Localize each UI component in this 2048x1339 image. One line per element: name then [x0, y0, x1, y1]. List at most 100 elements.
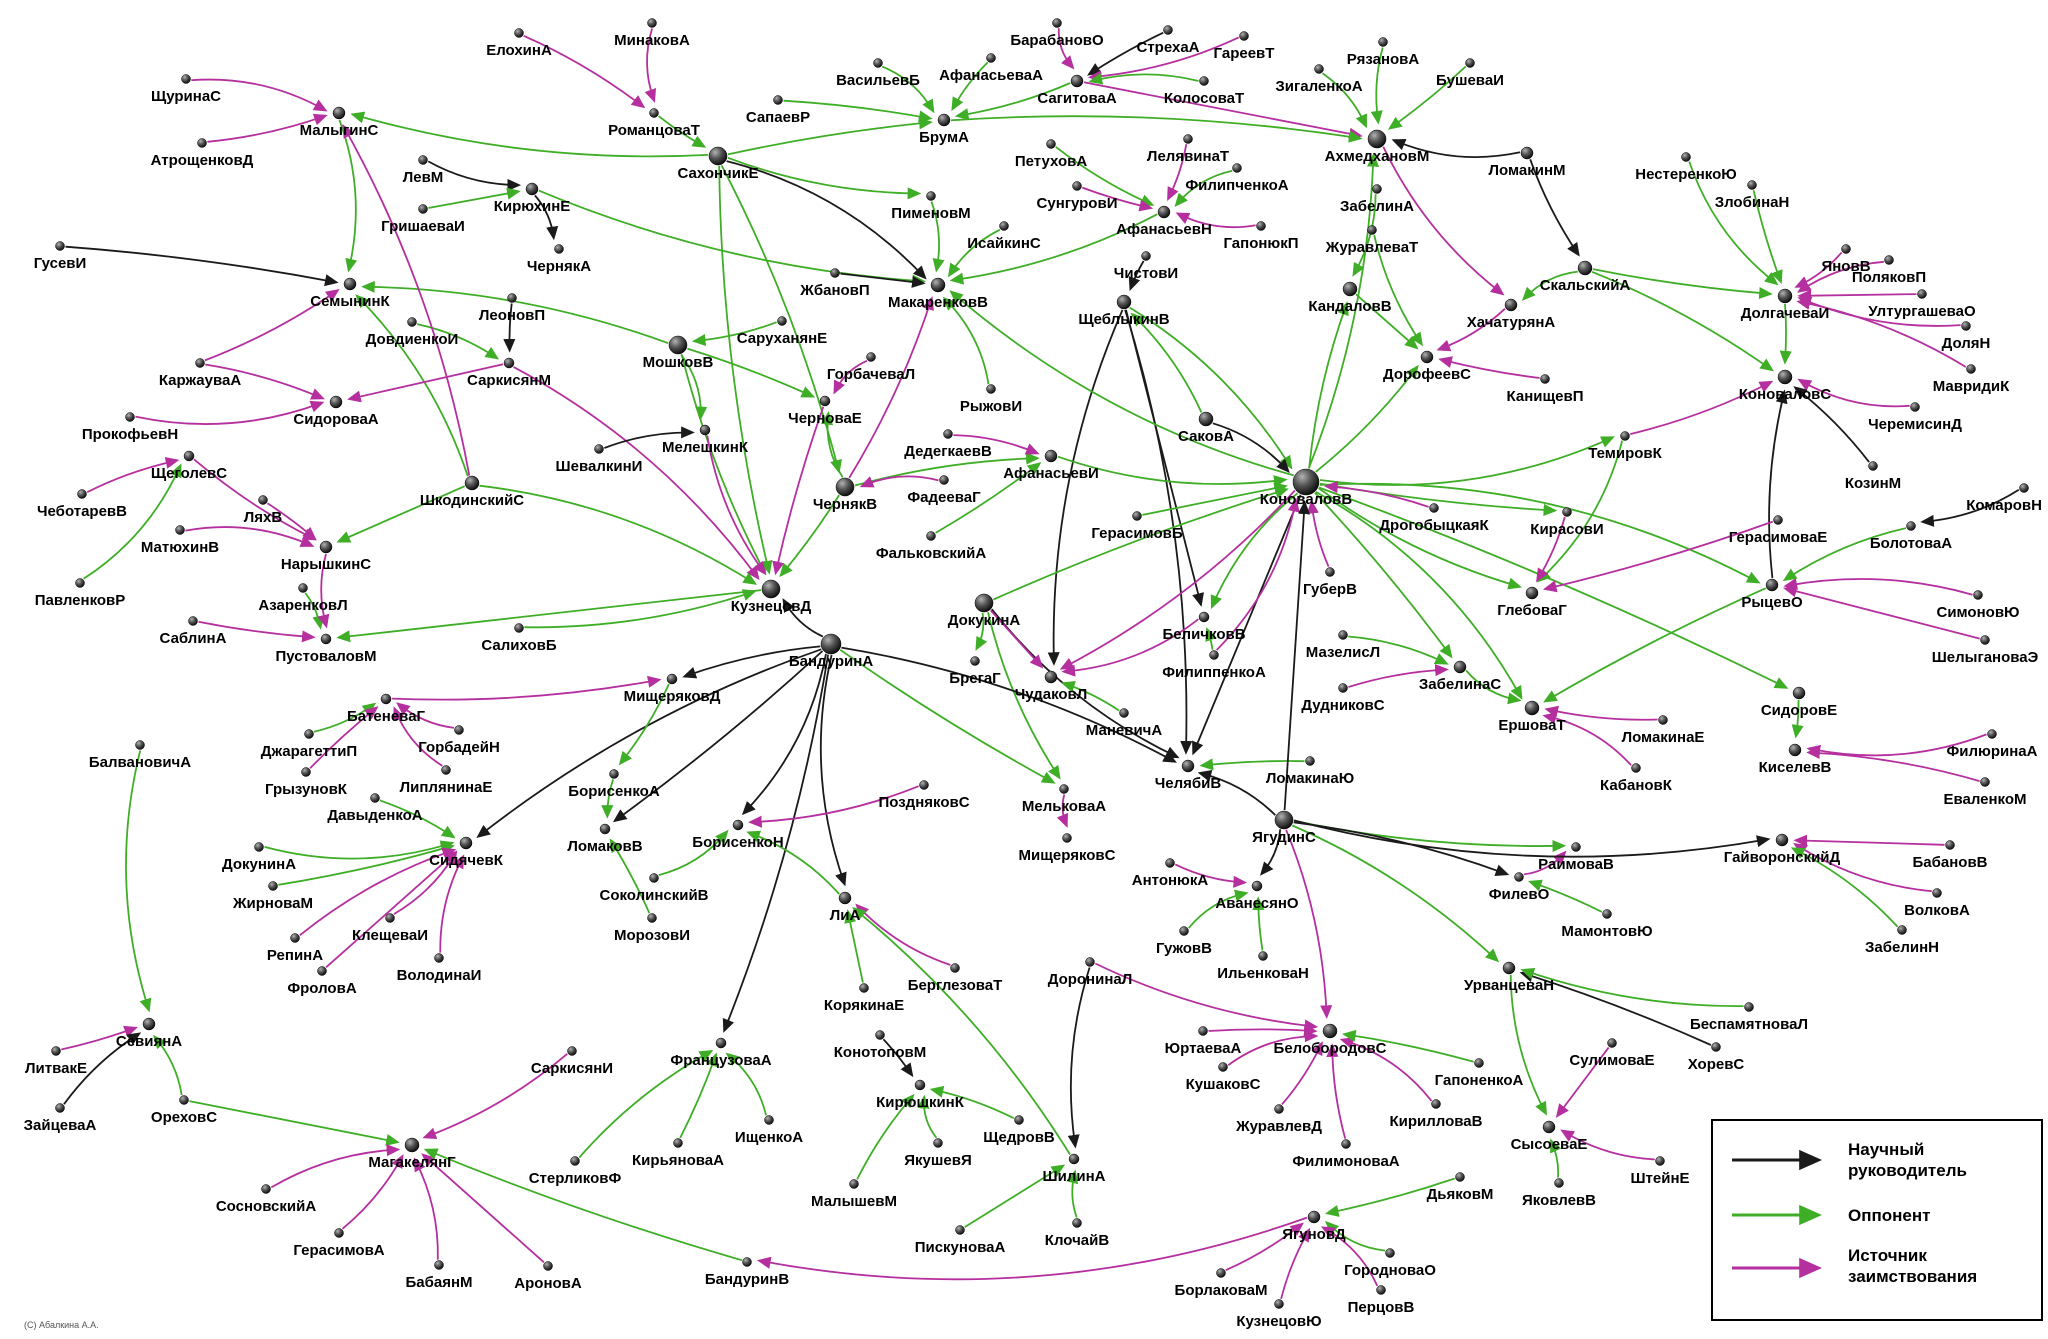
- graph-node[interactable]: [329, 395, 343, 409]
- graph-node[interactable]: [319, 540, 333, 554]
- graph-node[interactable]: [919, 780, 929, 790]
- graph-node[interactable]: [434, 1260, 444, 1270]
- graph-node[interactable]: [1256, 221, 1266, 231]
- graph-node[interactable]: [1429, 503, 1439, 513]
- graph-node[interactable]: [51, 1046, 61, 1056]
- graph-node[interactable]: [258, 495, 268, 505]
- graph-node[interactable]: [777, 316, 787, 326]
- graph-node[interactable]: [1274, 1299, 1284, 1309]
- graph-node[interactable]: [1059, 784, 1069, 794]
- graph-node[interactable]: [609, 769, 619, 779]
- graph-node[interactable]: [1841, 244, 1851, 254]
- graph-node[interactable]: [1367, 225, 1377, 235]
- graph-node[interactable]: [1474, 1058, 1484, 1068]
- graph-node[interactable]: [926, 191, 936, 201]
- graph-node[interactable]: [1165, 858, 1175, 868]
- graph-node[interactable]: [866, 352, 876, 362]
- graph-node[interactable]: [1658, 715, 1668, 725]
- graph-node[interactable]: [1577, 260, 1593, 276]
- graph-node[interactable]: [1258, 951, 1268, 961]
- graph-node[interactable]: [142, 1017, 156, 1031]
- graph-node[interactable]: [926, 531, 936, 541]
- graph-node[interactable]: [986, 53, 996, 63]
- graph-node[interactable]: [404, 1137, 420, 1153]
- graph-node[interactable]: [1305, 756, 1315, 766]
- graph-node[interactable]: [1987, 729, 1997, 739]
- graph-node[interactable]: [179, 1095, 189, 1105]
- graph-node[interactable]: [1307, 1210, 1321, 1224]
- graph-node[interactable]: [1420, 350, 1434, 364]
- graph-node[interactable]: [1163, 25, 1173, 35]
- graph-node[interactable]: [1141, 251, 1151, 261]
- graph-node[interactable]: [1910, 402, 1920, 412]
- graph-node[interactable]: [332, 106, 346, 120]
- graph-node[interactable]: [1274, 810, 1294, 830]
- graph-node[interactable]: [254, 842, 264, 852]
- graph-node[interactable]: [986, 384, 996, 394]
- graph-node[interactable]: [55, 1103, 65, 1113]
- graph-node[interactable]: [1945, 840, 1955, 850]
- graph-node[interactable]: [1765, 578, 1779, 592]
- graph-node[interactable]: [125, 412, 135, 422]
- graph-node[interactable]: [1239, 31, 1249, 41]
- graph-node[interactable]: [1607, 1038, 1617, 1048]
- graph-node[interactable]: [933, 1138, 943, 1148]
- graph-node[interactable]: [1044, 670, 1058, 684]
- graph-node[interactable]: [1314, 64, 1324, 74]
- graph-node[interactable]: [1372, 184, 1382, 194]
- graph-node[interactable]: [715, 1037, 727, 1049]
- graph-node[interactable]: [188, 616, 198, 626]
- graph-node[interactable]: [647, 18, 657, 28]
- graph-node[interactable]: [464, 475, 480, 491]
- graph-node[interactable]: [1322, 1023, 1338, 1039]
- graph-node[interactable]: [380, 693, 392, 705]
- graph-node[interactable]: [819, 395, 831, 407]
- graph-node[interactable]: [1980, 777, 1990, 787]
- graph-node[interactable]: [939, 475, 949, 485]
- graph-node[interactable]: [1341, 1139, 1351, 1149]
- graph-node[interactable]: [1884, 255, 1894, 265]
- graph-node[interactable]: [1376, 1285, 1386, 1295]
- graph-node[interactable]: [773, 95, 783, 105]
- graph-node[interactable]: [1868, 461, 1878, 471]
- graph-node[interactable]: [1116, 294, 1132, 310]
- graph-node[interactable]: [454, 725, 464, 735]
- graph-node[interactable]: [699, 424, 711, 436]
- graph-node[interactable]: [1292, 468, 1320, 496]
- graph-node[interactable]: [1014, 1115, 1024, 1125]
- graph-node[interactable]: [343, 277, 357, 291]
- graph-node[interactable]: [1681, 152, 1691, 162]
- graph-node[interactable]: [732, 819, 744, 831]
- graph-node[interactable]: [1068, 1153, 1080, 1165]
- graph-node[interactable]: [1917, 289, 1927, 299]
- graph-node[interactable]: [1183, 134, 1193, 144]
- graph-node[interactable]: [1072, 1218, 1082, 1228]
- graph-node[interactable]: [742, 1257, 752, 1267]
- graph-node[interactable]: [673, 1138, 683, 1148]
- graph-node[interactable]: [1232, 163, 1242, 173]
- graph-node[interactable]: [290, 933, 300, 943]
- graph-node[interactable]: [761, 579, 781, 599]
- graph-node[interactable]: [859, 983, 869, 993]
- graph-node[interactable]: [1788, 743, 1802, 757]
- graph-node[interactable]: [1342, 281, 1358, 297]
- graph-node[interactable]: [197, 138, 207, 148]
- graph-node[interactable]: [1181, 759, 1195, 773]
- graph-node[interactable]: [1980, 635, 1990, 645]
- graph-node[interactable]: [1504, 298, 1518, 312]
- graph-node[interactable]: [503, 357, 515, 369]
- graph-node[interactable]: [261, 1184, 271, 1194]
- graph-node[interactable]: [1199, 76, 1209, 86]
- graph-node[interactable]: [195, 358, 205, 368]
- graph-node[interactable]: [181, 74, 191, 84]
- graph-node[interactable]: [1932, 888, 1942, 898]
- graph-node[interactable]: [1378, 37, 1388, 47]
- graph-node[interactable]: [1338, 630, 1348, 640]
- graph-node[interactable]: [570, 1156, 580, 1166]
- graph-node[interactable]: [1973, 590, 1983, 600]
- graph-node[interactable]: [1631, 763, 1641, 773]
- graph-node[interactable]: [1198, 611, 1210, 623]
- graph-node[interactable]: [1562, 507, 1572, 517]
- graph-node[interactable]: [943, 429, 953, 439]
- graph-node[interactable]: [1044, 449, 1058, 463]
